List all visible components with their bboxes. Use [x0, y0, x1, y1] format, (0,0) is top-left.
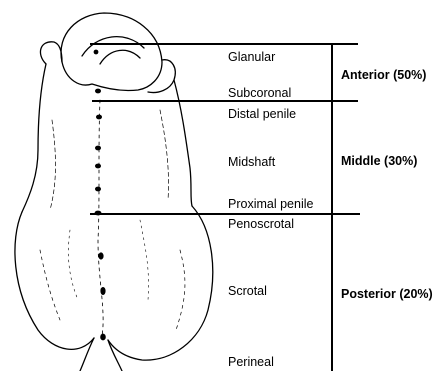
perineum-right: [108, 340, 122, 371]
glans-inner-contour-2: [100, 50, 140, 64]
division-label-anterior: Anterior (50%): [341, 68, 426, 82]
scrotum-left-outline: [15, 212, 94, 349]
region-label-subcoronal: Subcoronal: [228, 86, 291, 100]
region-label-distal-penile: Distal penile: [228, 107, 296, 121]
perineum-left: [80, 338, 94, 371]
foreskin-left: [40, 42, 62, 64]
midline-raphe: [98, 100, 103, 336]
division-label-posterior: Posterior (20%): [341, 287, 433, 301]
region-label-glanular: Glanular: [228, 50, 275, 64]
region-label-midshaft: Midshaft: [228, 155, 275, 169]
meatus-position-marks: [94, 50, 106, 341]
region-label-penoscrotal: Penoscrotal: [228, 217, 294, 231]
glans-outline: [61, 13, 162, 91]
division-label-middle: Middle (30%): [341, 154, 417, 168]
shaft-right-edge: [174, 80, 192, 206]
shaft-left-edge: [22, 64, 46, 212]
region-label-scrotal: Scrotal: [228, 284, 267, 298]
region-label-perineal: Perineal: [228, 355, 274, 369]
region-label-proximal-penile: Proximal penile: [228, 197, 313, 211]
scrotum-right-outline: [108, 206, 213, 360]
